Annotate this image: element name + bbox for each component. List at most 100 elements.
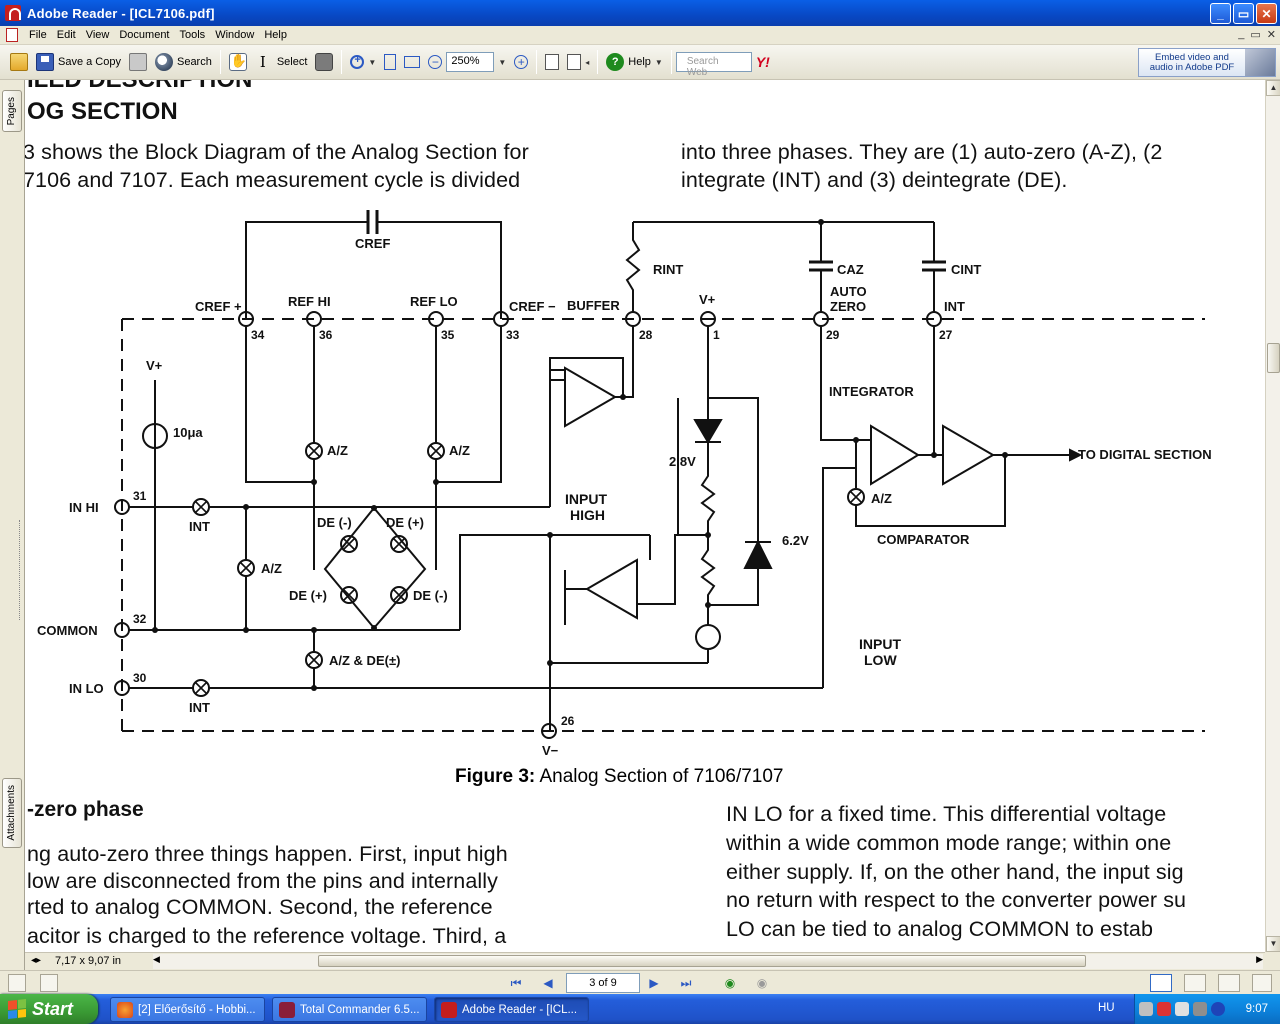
horizontal-scrollbar[interactable]: ◀ ▶ [153,954,1263,969]
toolbar-separator [219,50,221,74]
pages-tab[interactable]: Pages [2,90,22,133]
maximize-button[interactable]: ▭ [1233,3,1254,24]
label-az-3: A/Z [261,561,282,576]
pin-26: 26 [561,714,575,728]
scroll-right-button[interactable]: ▶ [1256,954,1263,964]
pin-28: 28 [639,328,653,342]
zoom-level-input[interactable]: 250% [446,52,495,72]
label-common: COMMON [37,623,98,638]
navigation-pane: Pages Attachments [0,80,25,970]
vertical-scroll-thumb[interactable] [1267,343,1280,373]
volume-icon[interactable] [1175,1002,1189,1016]
fit-page-icon [384,54,397,70]
taskbar-item-adobe-reader[interactable]: Adobe Reader - [ICL... [434,997,589,1022]
bluetooth-icon[interactable] [1211,1002,1225,1016]
hand-tool-button[interactable] [225,49,251,75]
taskbar-item-firefox[interactable]: [2] Előerősítő - Hobbi... [110,997,265,1022]
title-bar[interactable]: Adobe Reader - [ICL7106.pdf] _ ▭ ✕ [0,0,1280,26]
next-page-button[interactable]: ▶ [649,976,659,990]
window-controls: _ ▭ ✕ [1210,3,1277,24]
zoom-dropdown[interactable]: ▼ [494,49,510,75]
embed-video-ad[interactable]: Embed video and audio in Adobe PDF [1138,48,1276,77]
horizontal-scroll-thumb[interactable] [318,955,1086,967]
taskbar-item-total-commander[interactable]: Total Commander 6.5... [272,997,427,1022]
label-az-1: A/Z [327,443,348,458]
label-cref: CREF [355,236,390,251]
close-button[interactable]: ✕ [1256,3,1277,24]
menu-help[interactable]: Help [264,29,287,41]
save-copy-button[interactable]: Save a Copy [32,49,125,75]
document-view[interactable]: ILED DESCRIPTION OG SECTION 3 shows the … [25,80,1265,952]
rotate-ccw-button[interactable]: ◂ [563,49,593,75]
label-auto: AUTO [830,284,867,299]
status-row: ◂▸ 7,17 x 9,07 in ◀ ▶ [25,952,1265,970]
windows-taskbar: Start [2] Előerősítő - Hobbi... Total Co… [0,994,1280,1024]
zoom-out-button[interactable]: − [424,49,446,75]
security-shield-icon[interactable] [1157,1002,1171,1016]
yahoo-logo: Y! [755,54,770,70]
continuous-facing-view-button[interactable] [1252,974,1272,992]
label-zero: ZERO [830,299,866,314]
floppy-disk-icon [36,53,54,71]
help-button[interactable]: ?Help▼ [602,49,667,75]
zoom-in-tool-button[interactable]: ▼ [346,49,380,75]
start-button[interactable]: Start [0,994,98,1024]
save-copy-label: Save a Copy [58,56,121,68]
open-button[interactable] [6,49,32,75]
forward-view-icon[interactable]: ◉ [756,976,768,990]
attachments-tab[interactable]: Attachments [2,778,22,848]
scroll-left-button[interactable]: ◀ [153,954,160,964]
language-indicator[interactable]: HU [1098,1002,1115,1014]
snapshot-button[interactable] [311,49,337,75]
last-page-button[interactable]: ⏭ [680,976,692,990]
doc-close-button[interactable]: ✕ [1266,29,1276,41]
menu-edit[interactable]: Edit [56,29,76,41]
menu-view[interactable]: View [85,29,110,41]
text-cursor-icon [255,53,273,71]
pin-1: 1 [713,328,720,342]
doc-restore-button[interactable]: ▭ [1250,29,1261,41]
pane-resize-grip[interactable] [19,520,23,620]
doc-minimize-button[interactable]: _ [1238,28,1245,40]
scroll-down-button[interactable]: ▼ [1266,936,1280,952]
figure-caption: Figure 3: Analog Section of 7106/7107 [455,766,784,788]
fit-width-button[interactable] [400,49,424,75]
document-icon[interactable] [6,28,18,42]
usb-icon[interactable] [1193,1002,1207,1016]
print-button[interactable] [125,49,151,75]
menu-file[interactable]: File [29,29,47,41]
label-cref-plus: CREF + [195,299,242,314]
single-page-view-button[interactable] [1150,974,1172,992]
menu-tools[interactable]: Tools [179,29,206,41]
yahoo-button[interactable]: Y! [752,49,774,75]
pin-35: 35 [441,328,455,342]
scroll-up-button[interactable]: ▲ [1266,80,1280,96]
select-tool-button[interactable]: Select [251,49,312,75]
vertical-scrollbar[interactable]: ▲ ▼ [1265,80,1280,952]
options-button[interactable] [40,974,58,992]
zoom-in-button[interactable]: + [510,49,532,75]
continuous-view-button[interactable] [1184,974,1206,992]
previous-page-button[interactable]: ◀ [543,976,553,990]
embed-ad-line1: Embed video and [1155,51,1229,63]
minimize-button[interactable]: _ [1210,3,1231,24]
help-label: Help [628,56,651,68]
page-number-input[interactable]: 3 of 9 [566,973,640,993]
menu-window[interactable]: Window [215,29,255,41]
search-button[interactable]: Search [151,49,216,75]
first-page-button[interactable]: ⏮ [510,976,522,990]
facing-view-button[interactable] [1218,974,1240,992]
fit-page-button[interactable] [380,49,400,75]
paragraph-line: LO can be tied to analog COMMON to estab [726,917,1154,941]
paragraph-line: integrate (INT) and (3) deintegrate (DE)… [681,168,1068,192]
toggle-pane-button[interactable] [8,974,26,992]
clock[interactable]: 9:07 [1245,1003,1268,1015]
search-web-input[interactable]: Search Web [675,52,752,78]
label-cref-minus: CREF − [509,299,556,314]
page-size-readout: 7,17 x 9,07 in [55,955,122,967]
network-icon[interactable] [1139,1002,1153,1016]
menu-document[interactable]: Document [119,29,170,41]
back-view-icon[interactable]: ◉ [724,976,736,990]
rotate-button[interactable] [541,49,563,75]
pane-arrows-icon[interactable]: ◂▸ [31,955,42,966]
